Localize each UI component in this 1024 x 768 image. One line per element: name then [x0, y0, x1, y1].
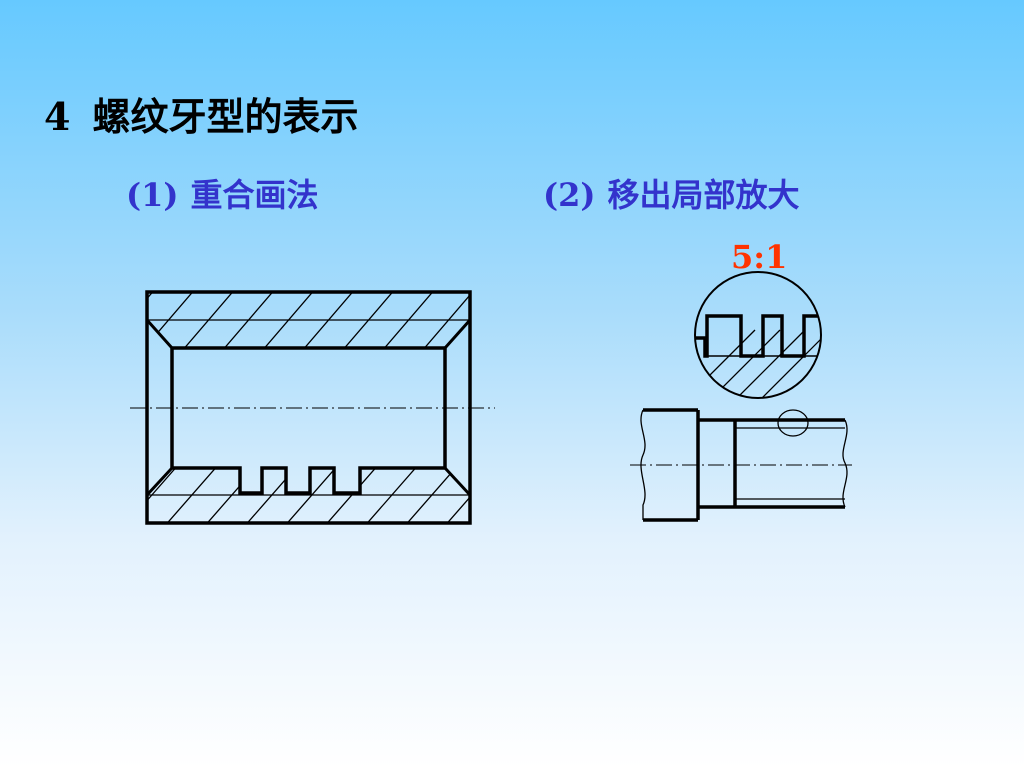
title-number: 4	[44, 94, 71, 139]
method-2-index: (2)	[543, 176, 596, 214]
method-2-label: 移出局部放大	[607, 176, 800, 214]
overlap-method-drawing	[130, 290, 495, 525]
title-text: 螺纹牙型的表示	[92, 94, 359, 139]
bottom-wall-hatch	[147, 468, 470, 523]
method-2-heading: (2) 移出局部放大	[543, 170, 800, 216]
method-1-label: 重合画法	[190, 176, 319, 214]
slide-title: 4 螺纹牙型的表示	[44, 86, 358, 141]
chamfer-top-right	[443, 319, 472, 349]
chamfer-top-left	[145, 319, 174, 349]
overlapped-thread-profile	[172, 466, 445, 495]
method-1-index: (1)	[126, 176, 179, 214]
detail-content	[695, 314, 821, 398]
detail-hatch	[695, 329, 821, 398]
method-1-heading: (1) 重合画法	[126, 170, 319, 216]
chamfer-bottom-right	[443, 466, 472, 497]
detail-circle	[694, 271, 822, 399]
detail-scale-label: 5:1	[731, 238, 788, 276]
removed-detail-drawing	[630, 271, 852, 522]
chamfer-bottom-left	[145, 466, 174, 497]
top-wall-hatch	[147, 292, 470, 348]
detail-marker-circle	[777, 409, 809, 437]
